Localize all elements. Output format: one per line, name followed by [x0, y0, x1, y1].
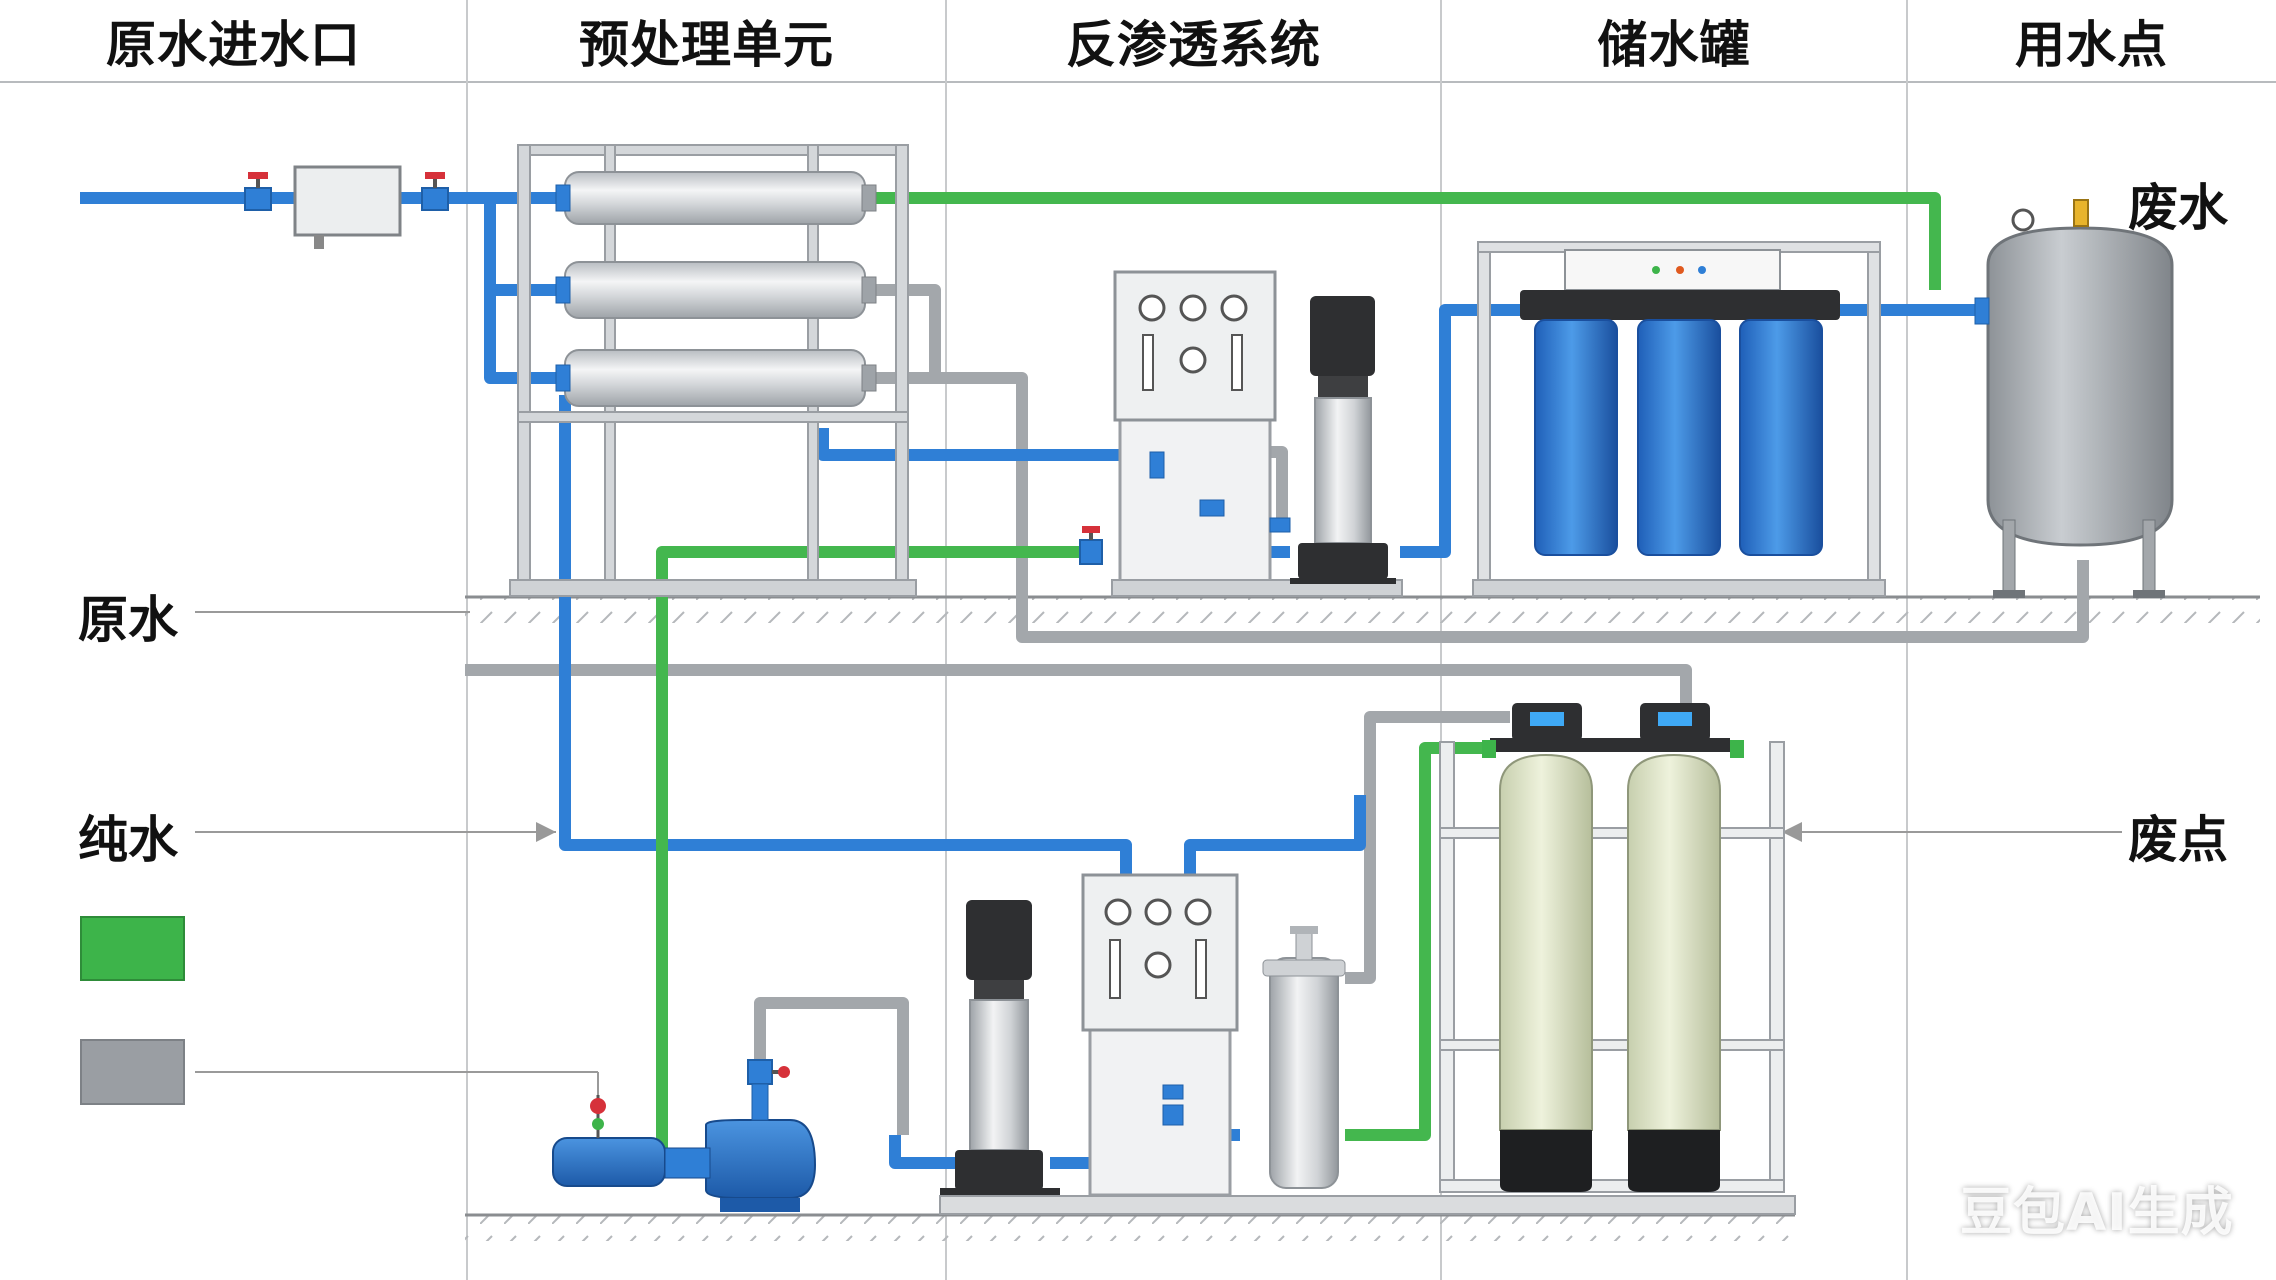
feed-manifold [552, 1137, 666, 1187]
rack-top [517, 144, 909, 156]
waste-pipe-softener [1345, 711, 1510, 984]
inlet-unit [244, 165, 449, 249]
membrane-rack [509, 144, 917, 597]
filter-housing-1 [1534, 319, 1618, 556]
filter-rack-upper [1472, 241, 1886, 597]
raw-lower-loop [889, 1135, 965, 1169]
cartridge-filter [1262, 926, 1346, 1189]
vertical-pump-upper [1290, 296, 1396, 584]
rack-base [509, 579, 917, 597]
pump-body-upper [1314, 397, 1372, 544]
watermark: 豆包AI生成 [1960, 1183, 2234, 1243]
softener-tank-2 [1627, 753, 1721, 1131]
rack-shelf [517, 411, 909, 423]
feed-gauge-green [592, 1118, 604, 1130]
feed-gauge-red [590, 1098, 606, 1114]
rack-leg-right [895, 144, 909, 586]
storage-tank [1974, 199, 2174, 598]
gray-swatch [80, 1039, 185, 1105]
pure-down-pipe [656, 546, 1095, 1148]
feed-valve [747, 1059, 790, 1085]
header-storage-tank: 储水罐 [1597, 16, 1751, 74]
green-swatch [80, 916, 185, 981]
tank-gauge [2011, 208, 2035, 232]
feed-pump-body [705, 1119, 817, 1199]
tank-shell [1986, 226, 2174, 547]
softener-tank-1 [1499, 753, 1593, 1131]
softener-base-2 [1628, 1130, 1720, 1192]
label-waste-point: 废点 [2128, 811, 2228, 869]
waste-pipe-return [465, 664, 1692, 705]
cartridge-housing [1269, 957, 1339, 1189]
leader-lines [195, 611, 2122, 1095]
raw-to-ro-pipe [817, 428, 1166, 552]
raw-ro-upper [1184, 795, 1366, 875]
filter-head-manifold [1520, 290, 1840, 320]
filter-control-box [1564, 249, 1781, 291]
membrane-vessel-3 [564, 349, 866, 407]
membrane-vessel-2 [564, 261, 866, 319]
upper-ground [465, 597, 2260, 623]
label-waste-water: 废水 [2128, 179, 2228, 237]
tank-relief-valve [2073, 199, 2089, 227]
ro-control-panel-lower [1081, 873, 1239, 1197]
filter-housing-2 [1637, 319, 1721, 556]
label-pure-water: 纯水 [78, 811, 178, 869]
softener-rack [1439, 703, 1785, 1193]
header-pretreatment-unit: 预处理单元 [579, 16, 834, 74]
inlet-valve-1 [244, 172, 272, 211]
waste-pipe-lower-pump [754, 997, 909, 1135]
pump-motor-lower [966, 900, 1032, 980]
inlet-valve-2 [421, 172, 449, 211]
membrane-vessel-1 [564, 171, 866, 225]
pure-pipes [656, 192, 1941, 1148]
header-water-use-point: 用水点 [2015, 16, 2168, 74]
pure-softener-pipe [1345, 742, 1490, 1141]
feed-pump-lower [552, 1059, 817, 1212]
rack-leg-left [517, 144, 531, 586]
header-raw-water-inlet: 原水进水口 [106, 16, 361, 74]
pump-body-lower [969, 999, 1029, 1151]
inlet-drain [314, 235, 324, 249]
header-reverse-osmosis: 反渗透系统 [1066, 16, 1321, 74]
label-raw-water: 原水 [78, 591, 178, 649]
filter-housing-3 [1739, 319, 1823, 556]
raw-down-pipe [559, 395, 1132, 875]
inlet-junction-box [293, 165, 402, 237]
ro-panel-face [1113, 270, 1277, 422]
softener-base-1 [1500, 1130, 1592, 1192]
raw-pump-to-filter [1400, 304, 1520, 558]
raw-manifold [484, 198, 560, 384]
vertical-pump-lower [939, 900, 1796, 1215]
waste-pipe-main [1410, 560, 2089, 643]
waste-pipe-membrane-2 [870, 284, 1410, 643]
pure-line-valve [1079, 526, 1103, 565]
pump-motor-upper [1310, 296, 1375, 376]
pure-membrane-to-tank [870, 192, 1941, 290]
lower-ground [465, 1215, 1795, 1241]
